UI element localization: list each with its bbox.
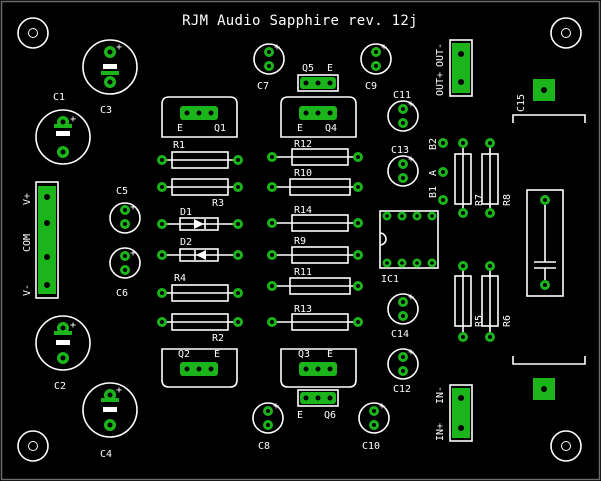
polarity-mark: + [70,114,76,125]
transistors: E Q1 E Q4 Q5 E Q2 E Q3 E E Q6 [161,63,357,421]
svg-text:+: + [381,42,387,53]
svg-text:R12: R12 [294,139,312,150]
svg-text:+: + [130,202,136,213]
svg-text:R2: R2 [212,333,224,344]
svg-text:R13: R13 [294,304,312,315]
resistors-horizontal: R1 R3 R4 R2 R12 R10 R14 [157,139,363,344]
svg-text:+: + [408,154,414,165]
svg-text:Q4: Q4 [325,123,337,134]
small-capacitors: + C5 + C6 + C7 + C9 + C11 + C13 [109,42,419,452]
svg-text:C7: C7 [257,81,269,92]
svg-text:R6: R6 [502,315,513,327]
svg-text:A: A [428,170,439,176]
power-connector: V+ COM V- [22,181,59,299]
output-connector: OUT- OUT+ [435,39,473,97]
capacitor-c2: + C2 [35,315,91,392]
svg-text:Q3: Q3 [298,349,310,360]
svg-text:C14: C14 [391,329,409,340]
svg-text:C11: C11 [393,90,411,101]
svg-text:OUT+: OUT+ [435,72,446,96]
svg-text:R3: R3 [212,198,224,209]
mounting-holes [17,17,582,462]
svg-text:+: + [116,42,122,53]
svg-text:+: + [408,347,414,358]
capacitor-c3: + C3 [82,39,138,116]
svg-text:R14: R14 [294,205,312,216]
label-c1: C1 [53,92,65,103]
capacitor-c1: + C1 [35,92,91,165]
label-com: COM [22,234,33,252]
svg-text:+: + [273,401,279,412]
svg-text:R8: R8 [502,194,513,206]
svg-text:C6: C6 [116,288,128,299]
svg-text:+: + [274,42,280,53]
svg-text:E: E [327,63,333,74]
svg-text:IN-: IN- [435,386,446,404]
capacitor-c4: + C4 [82,382,138,460]
svg-text:R5: R5 [474,315,485,327]
svg-text:+: + [130,248,136,259]
svg-text:Q1: Q1 [214,123,226,134]
svg-text:R4: R4 [174,273,186,284]
svg-text:+: + [408,292,414,303]
diodes: D1 D2 [157,207,243,262]
ic1-dip8: IC1 [379,210,439,285]
svg-text:IN+: IN+ [435,423,446,441]
svg-text:+: + [408,99,414,110]
svg-text:C10: C10 [362,441,380,452]
svg-text:R11: R11 [294,267,312,278]
resistors-vertical: R7 R8 R5 R6 [454,138,513,342]
svg-text:R10: R10 [294,168,312,179]
svg-text:C13: C13 [391,145,409,156]
svg-text:Q5: Q5 [302,63,314,74]
svg-text:Q6: Q6 [324,410,336,421]
svg-text:C9: C9 [365,81,377,92]
input-connector: IN- IN+ [435,384,473,442]
label-c4: C4 [100,449,112,460]
svg-text:R7: R7 [474,194,485,206]
board-title: RJM Audio Sapphire rev. 12j [182,13,418,29]
svg-text:R1: R1 [173,140,185,151]
svg-text:C12: C12 [393,384,411,395]
label-vminus: V- [22,284,33,296]
svg-text:+: + [379,401,385,412]
svg-text:IC1: IC1 [381,274,399,285]
jumper-b: B2 A B1 [428,138,448,205]
svg-text:D2: D2 [180,237,192,248]
svg-text:C8: C8 [258,441,270,452]
capacitor-c15: C15 [512,79,586,400]
svg-text:R9: R9 [294,236,306,247]
svg-text:C15: C15 [516,94,527,112]
svg-text:E: E [297,410,303,421]
svg-text:E: E [327,349,333,360]
label-c3: C3 [100,105,112,116]
svg-text:+: + [116,385,122,396]
svg-text:Q2: Q2 [178,349,190,360]
svg-text:D1: D1 [180,207,192,218]
label-c2: C2 [54,381,66,392]
svg-text:E: E [214,349,220,360]
svg-text:+: + [70,320,76,331]
svg-text:OUT-: OUT- [435,43,446,67]
svg-text:E: E [297,123,303,134]
svg-text:B2: B2 [428,138,439,150]
svg-text:C5: C5 [116,186,128,197]
svg-text:B1: B1 [428,186,439,198]
svg-text:E: E [177,123,183,134]
label-vplus: V+ [22,193,33,205]
